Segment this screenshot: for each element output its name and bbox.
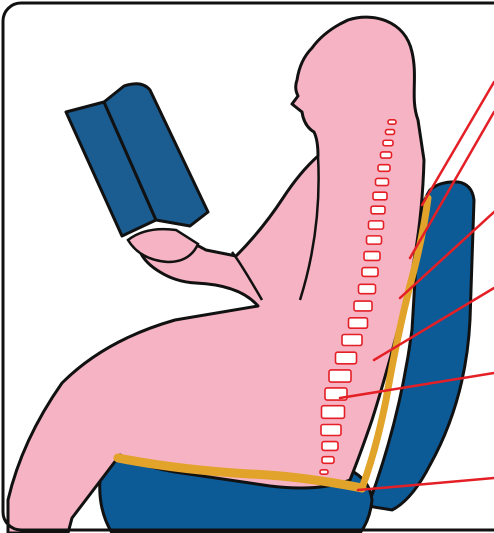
vertebra bbox=[320, 470, 328, 474]
vertebra bbox=[321, 425, 341, 436]
vertebra bbox=[383, 140, 393, 146]
vertebra bbox=[388, 120, 396, 124]
vertebra bbox=[329, 370, 351, 382]
vertebra bbox=[378, 165, 390, 172]
vertebra bbox=[369, 221, 384, 229]
vertebra bbox=[322, 406, 345, 419]
vertebra bbox=[322, 442, 338, 451]
vertebra bbox=[371, 206, 385, 214]
vertebra bbox=[386, 130, 395, 135]
vertebra bbox=[373, 192, 387, 200]
vertebra bbox=[364, 252, 380, 261]
vertebra bbox=[342, 335, 362, 346]
vertebra bbox=[322, 457, 334, 464]
vertebra bbox=[367, 236, 382, 244]
vertebra bbox=[354, 301, 372, 311]
vertebra bbox=[362, 268, 378, 277]
vertebra bbox=[376, 178, 389, 185]
vertebra bbox=[349, 318, 368, 328]
vertebra bbox=[336, 352, 357, 364]
vertebra bbox=[381, 152, 392, 158]
vertebra bbox=[359, 284, 376, 293]
